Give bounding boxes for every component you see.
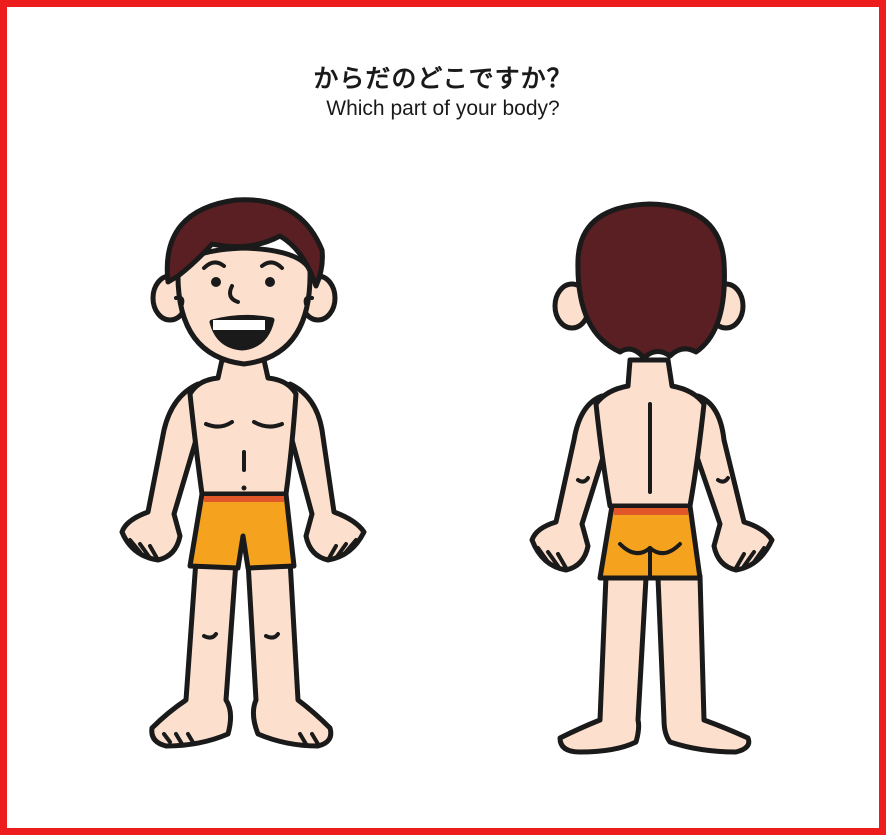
back-left-arm xyxy=(529,393,607,573)
page-title-english: Which part of your body? xyxy=(326,97,560,120)
back-left-leg xyxy=(557,573,649,755)
back-hair xyxy=(575,201,727,361)
title-block: からだのどこですか？ Which part of your body? xyxy=(0,62,886,122)
back-shorts xyxy=(597,503,703,581)
back-right-leg xyxy=(655,573,752,755)
front-right-arm xyxy=(287,381,367,563)
page-title-japanese: からだのどこですか？ xyxy=(313,64,573,93)
front-left-arm xyxy=(119,381,201,563)
back-right-arm xyxy=(693,393,775,573)
front-hair xyxy=(164,197,325,289)
front-left-leg xyxy=(149,557,239,749)
front-shorts xyxy=(187,491,297,571)
